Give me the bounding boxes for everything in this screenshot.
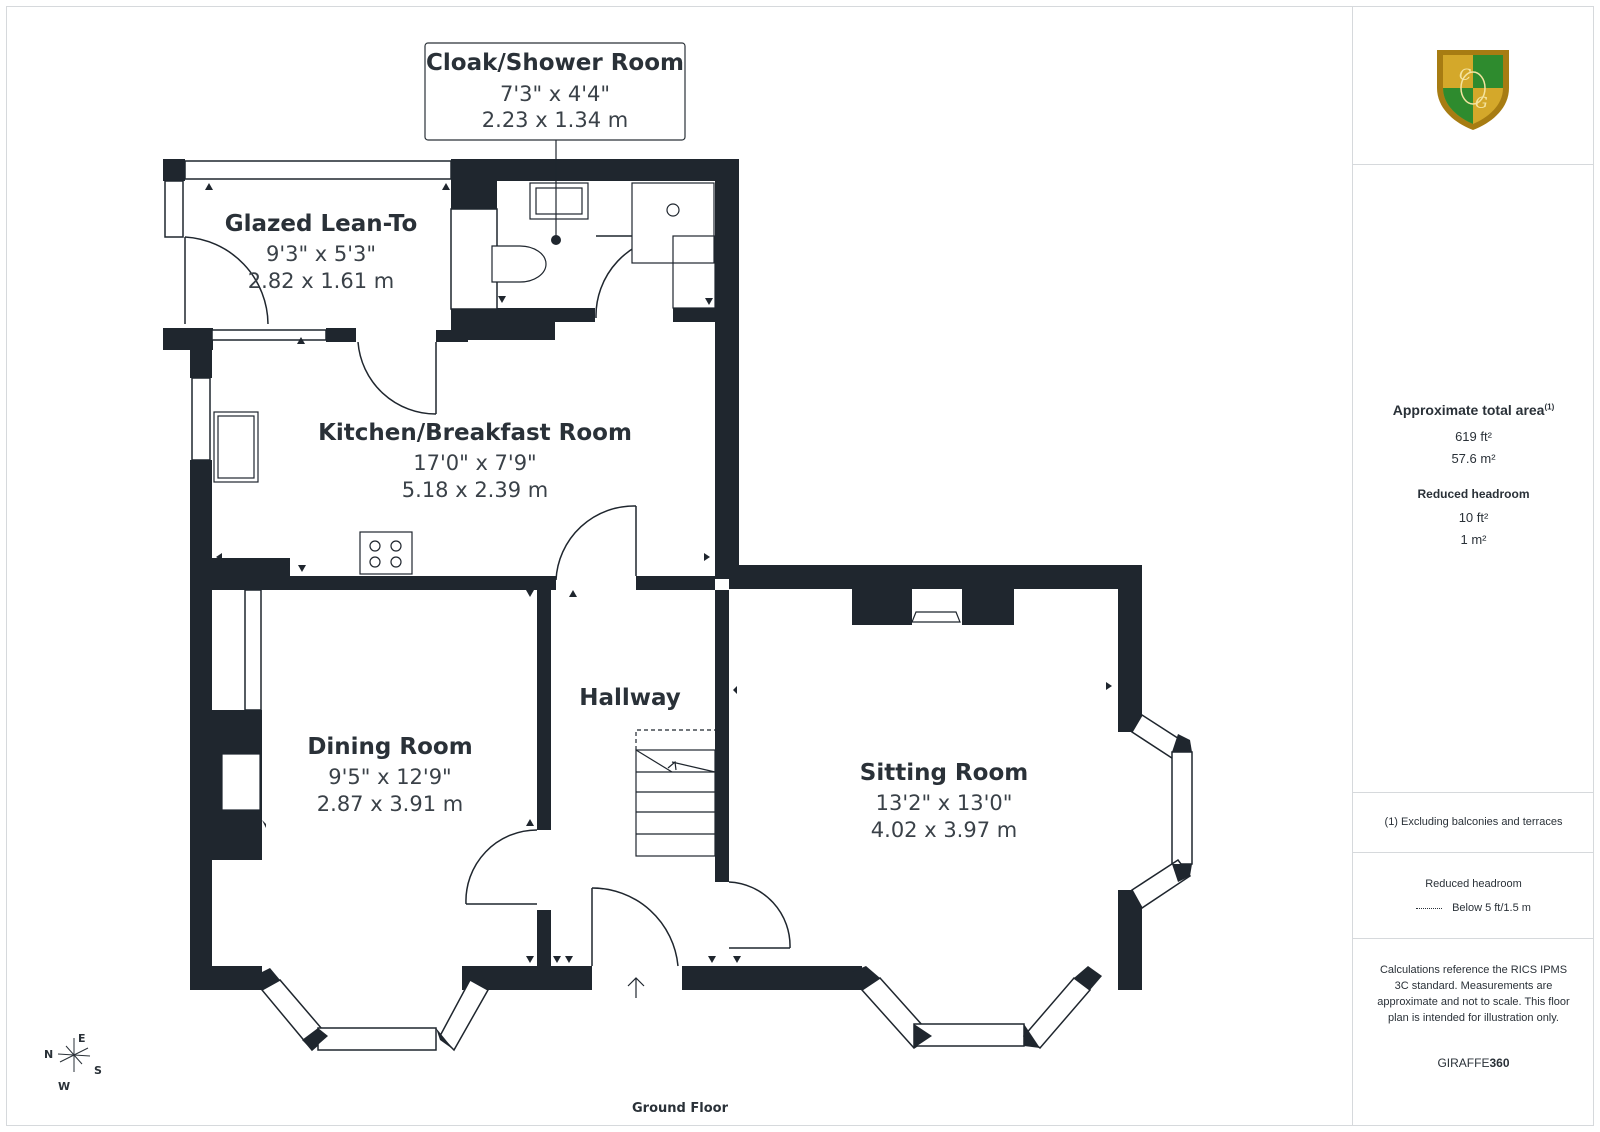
room-metric-kitchen: 5.18 x 2.39 m [402, 478, 548, 502]
fixtures [213, 182, 961, 811]
area-title: Approximate total area(1) [1392, 402, 1555, 418]
compass: E N S W [44, 1032, 102, 1093]
room-name-sitting: Sitting Room [860, 760, 1028, 786]
disclaimer: Calculations reference the RICS IPMS 3C … [1377, 964, 1570, 1024]
room-metric-cloak: 2.23 x 1.34 m [482, 108, 628, 132]
brand-prefix: GIRAFFE [1437, 1056, 1490, 1070]
legend-title: Reduced headroom [1425, 878, 1522, 890]
hob [359, 531, 413, 575]
room-name-kitchen: Kitchen/Breakfast Room [318, 420, 632, 446]
room-metric-sitting: 4.02 x 3.97 m [871, 818, 1017, 842]
brand-suffix: 360 [1489, 1056, 1510, 1070]
compass-e: E [78, 1032, 86, 1045]
compass-n: N [44, 1048, 53, 1061]
compass-s: S [94, 1064, 102, 1077]
area-m: 57.6 m² [1451, 451, 1496, 466]
room-imperial-dining: 9'5" x 12'9" [328, 765, 451, 789]
sidebar: C G Approximate total area(1) 619 ft² 57… [1352, 6, 1594, 1126]
room-name-dining: Dining Room [307, 734, 472, 760]
area-ft: 619 ft² [1455, 429, 1492, 444]
dining-fireplace [221, 753, 261, 811]
svg-text:C: C [1459, 65, 1471, 84]
measurement-arrows [205, 183, 1112, 963]
floor-label: Ground Floor [632, 1101, 729, 1116]
glazing [164, 160, 498, 711]
reduced-headroom-line-icon [1416, 907, 1443, 909]
room-name-hallway: Hallway [579, 685, 681, 711]
room-metric-dining: 2.87 x 3.91 m [317, 792, 463, 816]
entrance-arrow [627, 977, 645, 998]
bay-window-corners [254, 715, 1192, 1050]
shield-logo-icon: C G [1437, 50, 1509, 130]
legend-row: Below 5 ft/1.5 m [1353, 902, 1594, 914]
room-name-cloak: Cloak/Shower Room [426, 50, 684, 76]
room-imperial-kitchen: 17'0" x 7'9" [413, 451, 536, 475]
headroom-ft: 10 ft² [1458, 510, 1489, 525]
room-metric-leanto: 2.82 x 1.61 m [248, 269, 394, 293]
sitting-fireplace [911, 611, 961, 623]
headroom-title: Reduced headroom [1417, 487, 1530, 501]
room-imperial-cloak: 7'3" x 4'4" [500, 82, 610, 106]
toilet [491, 245, 547, 283]
stairs [635, 729, 716, 857]
floor-plan: E N S W Cloak/Shower Room 7'3" x 4'4" 2.… [44, 42, 1193, 1116]
svg-text:G: G [1475, 93, 1488, 112]
footnote: (1) Excluding balconies and terraces [1384, 816, 1563, 828]
page-frame [6, 6, 1594, 1126]
compass-w: W [58, 1080, 70, 1093]
brand: GIRAFFE360 [1353, 1056, 1594, 1070]
room-imperial-sitting: 13'2" x 13'0" [876, 791, 1013, 815]
cloak-callout-box [424, 42, 686, 141]
legend-text: Below 5 ft/1.5 m [1452, 902, 1531, 914]
headroom-m: 1 m² [1460, 532, 1487, 547]
room-name-leanto: Glazed Lean-To [225, 211, 418, 237]
walls [163, 159, 1142, 990]
room-imperial-leanto: 9'3" x 5'3" [266, 242, 376, 266]
